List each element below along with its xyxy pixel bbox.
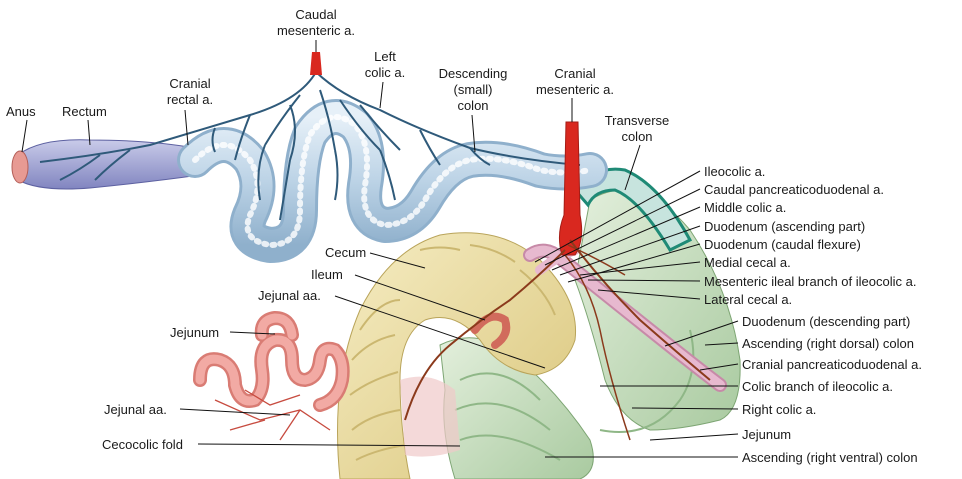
label-middle-colic: Middle colic a. (704, 200, 786, 215)
label-caudal-mesenteric-2: mesenteric a. (277, 23, 355, 38)
label-cranial-rectal-2: rectal a. (167, 92, 213, 107)
descending-colon (177, 99, 608, 263)
label-left-colic-2: colic a. (365, 65, 405, 80)
label-medial-cecal: Medial cecal a. (704, 255, 791, 270)
label-lateral-cecal: Lateral cecal a. (704, 292, 792, 307)
label-jejunal-aa-left: Jejunal aa. (104, 402, 167, 417)
transverse-colon (573, 167, 693, 252)
label-duodenum-ascending: Duodenum (ascending part) (704, 219, 865, 234)
ileum (471, 312, 511, 349)
label-caudal-pancreaticoduodenal: Caudal pancreaticoduodenal a. (704, 182, 884, 197)
caudal-mesenteric-artery (310, 52, 322, 75)
diagram-labels: Anus Rectum Cranial rectal a. Caudal mes… (6, 7, 922, 465)
colic-arteries (39, 71, 581, 221)
label-duodenum-caudal-flexure: Duodenum (caudal flexure) (704, 237, 861, 252)
label-duodenum-descending: Duodenum (descending part) (742, 314, 910, 329)
label-cranial-mesenteric-1: Cranial (554, 66, 595, 81)
label-ileum: Ileum (311, 267, 343, 282)
rectum (11, 139, 201, 190)
label-descending-colon-1: Descending (439, 66, 508, 81)
label-right-colic: Right colic a. (742, 402, 816, 417)
label-ascending-ventral-colon: Ascending (right ventral) colon (742, 450, 918, 465)
cecocolic-fold (400, 376, 460, 457)
label-cecum: Cecum (325, 245, 366, 260)
label-colic-branch-ileocolic: Colic branch of ileocolic a. (742, 379, 893, 394)
label-descending-colon-2: (small) (454, 82, 493, 97)
label-cecocolic-fold: Cecocolic fold (102, 437, 183, 452)
label-ileocolic: Ileocolic a. (704, 164, 765, 179)
label-caudal-mesenteric-1: Caudal (295, 7, 336, 22)
label-transverse-colon-2: colon (621, 129, 652, 144)
label-transverse-colon-1: Transverse (605, 113, 670, 128)
label-jejunal-aa-upper: Jejunal aa. (258, 288, 321, 303)
cranial-mesenteric-artery (404, 121, 711, 441)
label-left-colic-1: Left (374, 49, 396, 64)
label-rectum: Rectum (62, 104, 107, 119)
label-jejunum-left: Jejunum (170, 325, 219, 340)
label-mesenteric-ileal-branch: Mesenteric ileal branch of ileocolic a. (704, 274, 916, 289)
label-anus: Anus (6, 104, 36, 119)
label-cranial-pancreaticoduodenal: Cranial pancreaticoduodenal a. (742, 357, 922, 372)
label-jejunum-right: Jejunum (742, 427, 791, 442)
label-ascending-dorsal-colon: Ascending (right dorsal) colon (742, 336, 914, 351)
label-descending-colon-3: colon (457, 98, 488, 113)
label-cranial-mesenteric-2: mesenteric a. (536, 82, 614, 97)
jejunum (193, 310, 350, 441)
leader-lines (21, 40, 739, 458)
label-cranial-rectal-1: Cranial (169, 76, 210, 91)
